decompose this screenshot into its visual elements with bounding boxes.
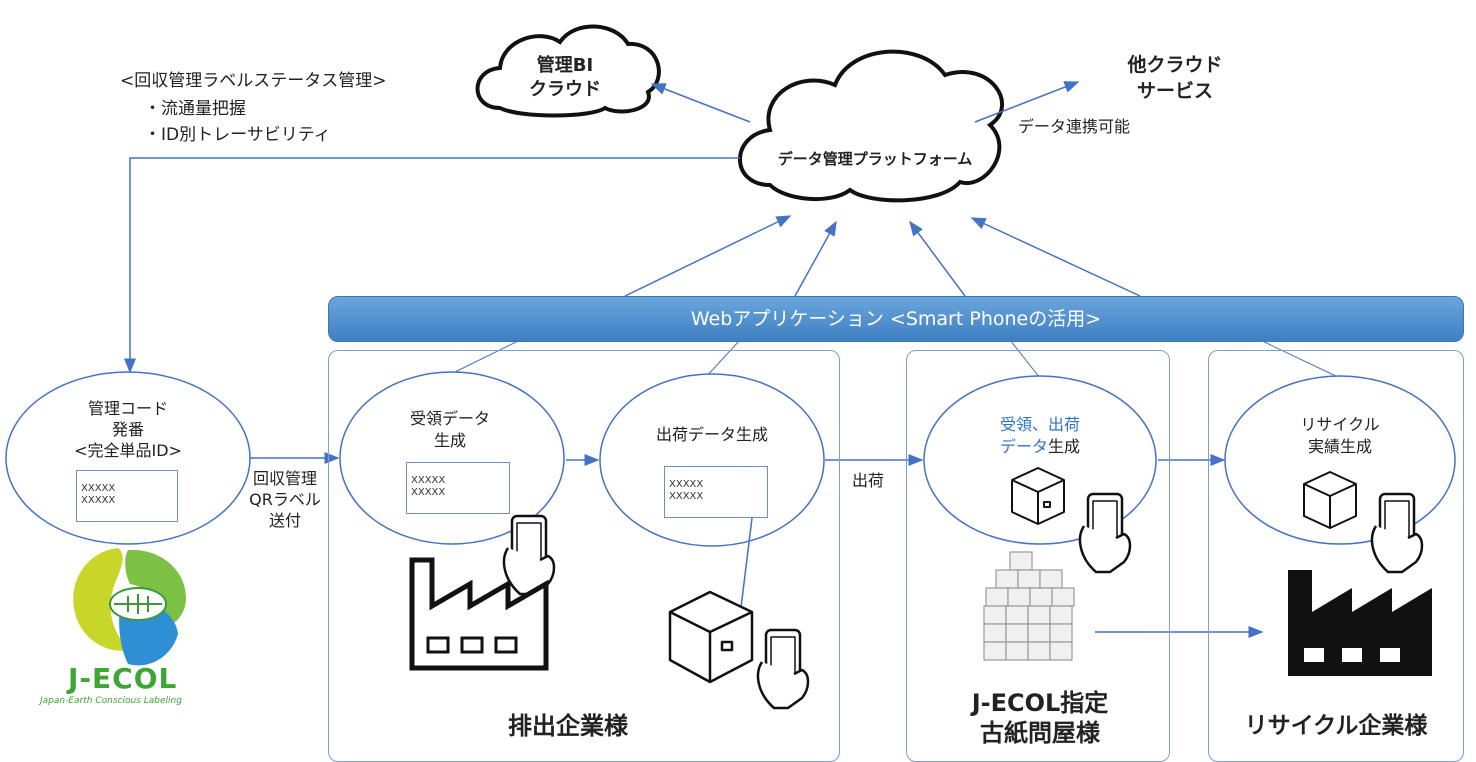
receive-node-label: 受領データ 生成 (380, 408, 520, 452)
bi-cloud-line2: クラウド (529, 79, 601, 100)
data-link-label: データ連携可能 (1018, 117, 1131, 136)
status-text-line2: ・流通量把握 (144, 99, 246, 119)
arrow-return-to-issue (124, 157, 740, 374)
qr-code-ship-2: XXXXX (669, 491, 704, 502)
wholesaler-node-label: 受領、出荷 データ生成 (970, 414, 1110, 458)
status-text-line1: <回収管理ラベルステータス管理> (120, 71, 387, 91)
ship-arrow-label: 出荷 (852, 471, 885, 490)
arrow-bar-up-3 (909, 220, 966, 297)
platform-cloud-shape (738, 49, 1004, 203)
box-icon-wholesaler (1011, 467, 1065, 525)
qr-label-issue: XXXXX XXXXX (76, 470, 178, 522)
wholesaler-company-line2: 古紙問屋様 (980, 719, 1100, 747)
link-bar-recycle (1259, 339, 1341, 379)
arrow-bar-up-2 (794, 220, 837, 297)
issue-node-line2: 発番 (111, 420, 144, 439)
j-ecol-logo-text: J-ECOL (68, 662, 178, 695)
status-text-line3: ・ID別トレーサビリティ (144, 125, 331, 145)
box-icon-recycle (1303, 471, 1357, 529)
bi-cloud-shape (475, 24, 661, 118)
factory-icon-recycler (1288, 570, 1432, 676)
smartphone-icon-recycle (1370, 492, 1424, 574)
send-label-line1: 回収管理 (252, 469, 317, 488)
qr-label-receive: XXXXX XXXXX (406, 462, 510, 514)
smartphone-icon-ship (756, 628, 810, 710)
qr-code-ship-1: XXXXX (669, 479, 704, 490)
arrow-to-other (974, 81, 1080, 123)
arrow-bar-up-4 (970, 217, 1141, 297)
link-bar-ship (704, 339, 741, 379)
issue-node-line1: 管理コード (87, 399, 168, 418)
arrow-bar-up-1 (624, 215, 792, 297)
j-ecol-logo-mark (73, 548, 186, 666)
issue-node-label: 管理コード 発番 <完全単品ID> (48, 398, 208, 461)
smartphone-icon-wholesaler (1078, 492, 1132, 574)
qr-code-issue-1: XXXXX (81, 483, 116, 494)
recycle-node-line1: リサイクル (1300, 415, 1380, 434)
qr-code-receive-1: XXXXX (411, 475, 446, 486)
link-bar-wholesaler (1009, 339, 1041, 379)
wholesaler-company-line1: J-ECOL指定 (971, 689, 1109, 717)
recycle-node-line2: 実績生成 (1307, 437, 1372, 456)
paper-bales-icon (983, 551, 1075, 661)
wholesaler-node-line2-black: 生成 (1048, 437, 1081, 456)
web-application-bar: Webアプリケーション <Smart Phoneの活用> (328, 296, 1464, 342)
box-icon-shipment (668, 590, 754, 684)
other-cloud-line1: 他クラウド (1127, 54, 1223, 76)
ship-node-ellipse (599, 373, 825, 547)
bi-cloud-label: 管理BI クラウド (500, 54, 630, 102)
ship-node-label: 出荷データ生成 (655, 425, 768, 444)
send-qr-label: 回収管理 QRラベル 送付 (240, 468, 330, 531)
other-cloud-label: 他クラウド サービス (1100, 52, 1250, 104)
send-label-line2: QRラベル (249, 490, 321, 509)
platform-cloud-label: データ管理プラットフォーム (777, 150, 973, 168)
qr-code-issue-2: XXXXX (81, 495, 116, 506)
wholesaler-node-line2-blue: データ (999, 437, 1048, 456)
issue-node-line3: <完全単品ID> (74, 441, 182, 460)
wholesaler-node-line1: 受領、出荷 (999, 415, 1080, 434)
j-ecol-logo-tagline: Japan-Earth Conscious Labeling (40, 696, 182, 706)
qr-label-ship: XXXXX XXXXX (664, 466, 768, 518)
qr-code-receive-2: XXXXX (411, 487, 446, 498)
emitter-company-label: 排出企業様 (508, 712, 628, 740)
smartphone-icon-receive (502, 514, 556, 596)
bi-cloud-line1: 管理BI (536, 55, 594, 76)
arrow-to-bi (650, 83, 751, 123)
recycle-node-label: リサイクル 実績生成 (1270, 414, 1410, 458)
other-cloud-line2: サービス (1136, 80, 1213, 102)
send-label-line3: 送付 (268, 511, 301, 530)
recycler-company-label: リサイクル企業様 (1244, 713, 1428, 739)
recycler-panel (1208, 350, 1464, 762)
factory-icon-emitter (409, 557, 549, 671)
link-bar-receive (454, 339, 521, 373)
wholesaler-company-label: J-ECOL指定 古紙問屋様 (930, 688, 1150, 748)
receive-node-line2: 生成 (433, 431, 466, 450)
receive-node-line1: 受領データ (409, 409, 490, 428)
